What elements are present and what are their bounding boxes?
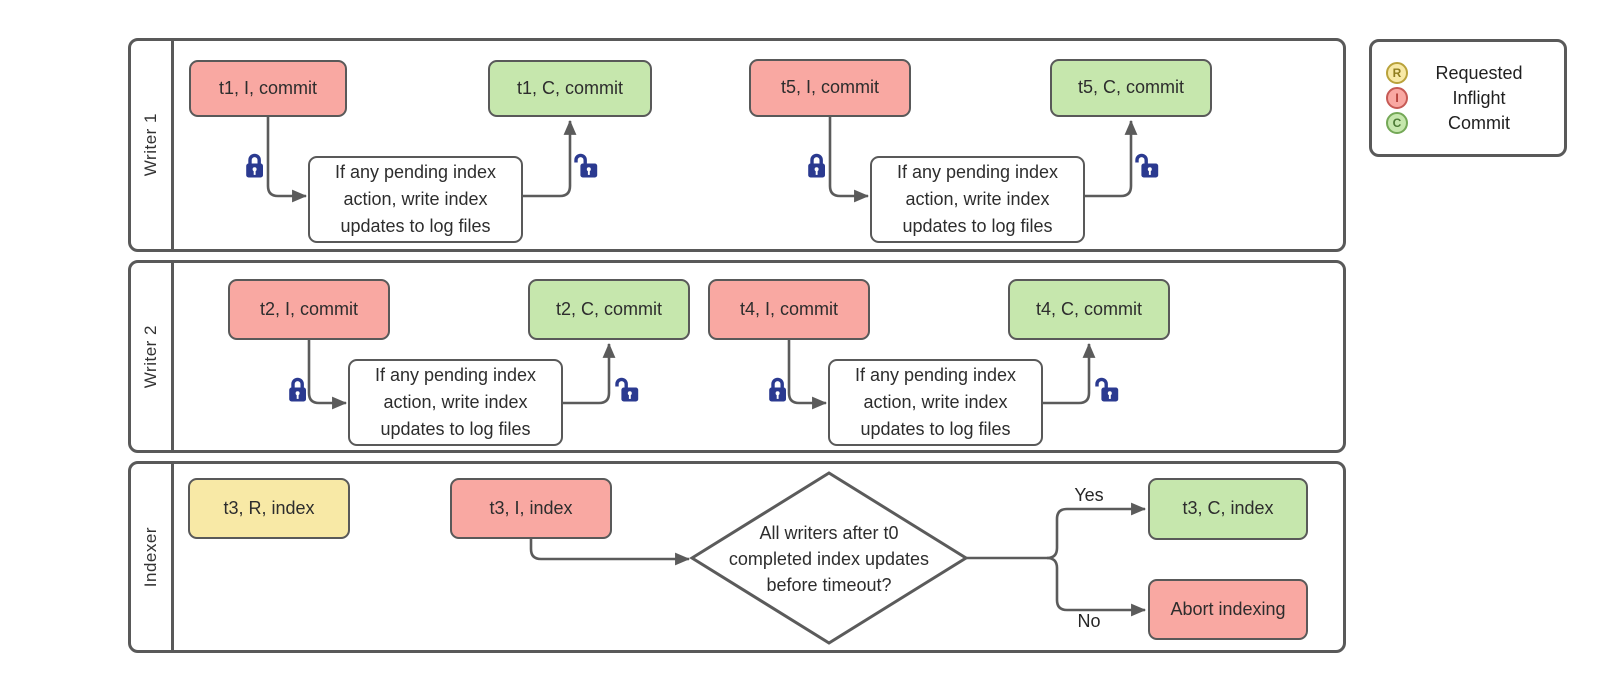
- process-line: action, write index: [905, 189, 1050, 209]
- lock-open-icon: [615, 377, 639, 402]
- node-label: t5, I, commit: [780, 77, 879, 98]
- lane-label-column: Writer 1: [131, 41, 174, 249]
- process-line: updates to log files: [902, 216, 1053, 236]
- process-box: If any pending index action, write index…: [348, 359, 563, 446]
- process-box: If any pending index action, write index…: [870, 156, 1085, 243]
- legend-label: Inflight: [1452, 87, 1506, 108]
- node-t4-commit: t4, C, commit: [1008, 279, 1170, 340]
- node-label: t2, C, commit: [555, 298, 662, 319]
- no-branch-label: No: [1077, 611, 1101, 631]
- process-line: updates to log files: [380, 419, 531, 439]
- connector-yes-branch: [1046, 502, 1147, 560]
- node-t1-inflight: t1, I, commit: [189, 60, 347, 117]
- node-label: t1, C, commit: [516, 77, 623, 98]
- lock-open-icon: [574, 153, 598, 178]
- lane-label-column: Indexer: [131, 464, 174, 650]
- node-label: t3, I, index: [489, 497, 573, 518]
- process-line: action, write index: [863, 392, 1008, 412]
- legend-item-requested: R Requested: [1386, 61, 1550, 86]
- legend-item-inflight: I Inflight: [1386, 86, 1550, 111]
- lock-closed-icon: [289, 377, 306, 402]
- inflight-symbol-icon: I: [1386, 87, 1408, 109]
- connector-t3-to-decision: [529, 539, 691, 566]
- connector-t4-to-process: [787, 340, 828, 410]
- node-label: t4, C, commit: [1035, 298, 1142, 319]
- node-label: t4, I, commit: [739, 298, 838, 319]
- node-abort-indexing: Abort indexing: [1148, 579, 1308, 640]
- node-label: t3, C, index: [1182, 498, 1274, 519]
- process-line: If any pending index: [896, 162, 1059, 182]
- process-line: updates to log files: [340, 216, 491, 236]
- connector-t5-to-process: [828, 117, 870, 203]
- connector-t1-to-process: [266, 117, 308, 203]
- connector-process-to-t4-commit: [1043, 342, 1096, 405]
- node-t2-commit: t2, C, commit: [528, 279, 690, 340]
- node-t4-inflight: t4, I, commit: [708, 279, 870, 340]
- process-line: action, write index: [383, 392, 528, 412]
- connector-process-to-t5-commit: [1085, 119, 1138, 198]
- node-t3-commit: t3, C, index: [1148, 478, 1308, 540]
- node-t1-commit: t1, C, commit: [488, 60, 652, 117]
- process-line: action, write index: [343, 189, 488, 209]
- commit-symbol-icon: C: [1386, 112, 1408, 134]
- legend-label: Requested: [1435, 62, 1523, 83]
- process-box: If any pending index action, write index…: [308, 156, 523, 243]
- legend-label: Commit: [1448, 112, 1510, 133]
- process-line: If any pending index: [334, 162, 497, 182]
- decision-line: completed index updates: [728, 549, 930, 569]
- lock-open-icon: [1095, 377, 1119, 402]
- decision-line: before timeout?: [766, 575, 892, 595]
- legend: R Requested I Inflight C Commit: [1369, 39, 1567, 157]
- decision-line: All writers after t0: [759, 523, 899, 543]
- node-t2-inflight: t2, I, commit: [228, 279, 390, 340]
- process-box: If any pending index action, write index…: [828, 359, 1043, 446]
- node-t3-inflight: t3, I, index: [450, 478, 612, 539]
- yes-branch-label: Yes: [1074, 485, 1104, 505]
- node-t3-requested: t3, R, index: [188, 478, 350, 539]
- connector-no-branch: [1046, 556, 1147, 617]
- lock-open-icon: [1135, 153, 1159, 178]
- process-line: If any pending index: [854, 365, 1017, 385]
- node-label: t2, I, commit: [259, 298, 358, 319]
- legend-item-commit: C Commit: [1386, 111, 1550, 136]
- node-label: Abort indexing: [1170, 598, 1286, 619]
- decision-diamond-text: All writers after t0 completed index upd…: [699, 520, 959, 598]
- node-label: t3, R, index: [223, 497, 315, 518]
- node-label: t1, I, commit: [218, 77, 317, 98]
- lock-closed-icon: [808, 153, 825, 178]
- process-line: updates to log files: [860, 419, 1011, 439]
- connector-process-to-t1-commit: [523, 119, 577, 198]
- requested-symbol-icon: R: [1386, 62, 1408, 84]
- connector-process-to-t2-commit: [563, 342, 616, 405]
- node-t5-inflight: t5, I, commit: [749, 59, 911, 117]
- node-label: t5, C, commit: [1077, 77, 1184, 98]
- lane-label-column: Writer 2: [131, 263, 174, 450]
- process-line: If any pending index: [374, 365, 537, 385]
- lock-closed-icon: [246, 153, 263, 178]
- lock-closed-icon: [769, 377, 786, 402]
- node-t5-commit: t5, C, commit: [1050, 59, 1212, 117]
- connector-t2-to-process: [307, 340, 348, 410]
